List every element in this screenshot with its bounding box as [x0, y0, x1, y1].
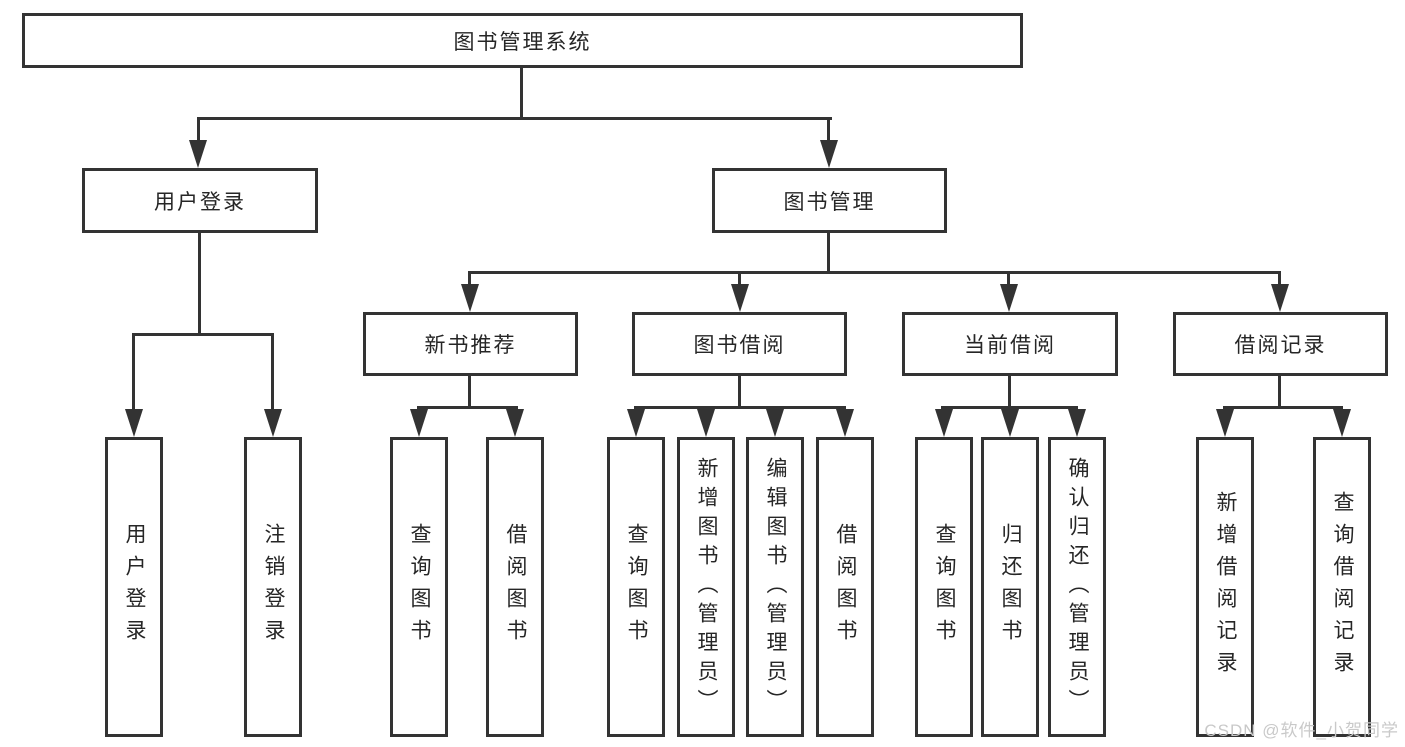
arrow-down-icon: [125, 409, 143, 437]
connector-borrow-record-branch: [1223, 406, 1343, 409]
arrow-down-icon: [836, 409, 854, 437]
connector-book-mgmt-branch: [468, 271, 1281, 274]
connector-user-login-branch: [132, 333, 274, 336]
arrow-down-icon: [1068, 409, 1086, 437]
connector-line: [132, 333, 135, 412]
node-library-system: 图书管理系统: [22, 13, 1023, 68]
arrow-down-icon: [189, 140, 207, 168]
arrow-down-icon: [1333, 409, 1351, 437]
node-book-management: 图书管理: [712, 168, 947, 233]
node-current-borrowing: 当前借阅: [902, 312, 1118, 376]
connector-line: [1278, 376, 1281, 409]
node-borrowing-records: 借阅记录: [1173, 312, 1388, 376]
node-leaf-query-book-borrowing: 查询图书: [607, 437, 665, 737]
arrow-down-icon: [935, 409, 953, 437]
node-book-borrowing: 图书借阅: [632, 312, 847, 376]
arrow-down-icon: [1216, 409, 1234, 437]
connector-line: [468, 271, 471, 287]
node-leaf-user-login: 用户登录: [105, 437, 163, 737]
connector-user-login-stem: [198, 233, 201, 336]
arrow-down-icon: [697, 409, 715, 437]
arrow-down-icon: [410, 409, 428, 437]
arrow-down-icon: [264, 409, 282, 437]
connector-line: [738, 271, 741, 287]
connector-line: [468, 376, 471, 409]
connector-line: [1278, 271, 1281, 287]
connector-line: [1007, 271, 1010, 287]
connector-root-stem: [520, 68, 523, 120]
node-leaf-return-book: 归还图书: [981, 437, 1039, 737]
arrow-down-icon: [506, 409, 524, 437]
node-leaf-borrow-book: 借阅图书: [816, 437, 874, 737]
node-leaf-borrow-book-recommend: 借阅图书: [486, 437, 544, 737]
node-leaf-query-book-recommend: 查询图书: [390, 437, 448, 737]
arrow-down-icon: [731, 284, 749, 312]
connector-line: [738, 376, 741, 409]
node-leaf-logout: 注销登录: [244, 437, 302, 737]
node-user-login: 用户登录: [82, 168, 318, 233]
arrow-down-icon: [1001, 409, 1019, 437]
connector-book-borrow-branch: [634, 406, 846, 409]
connector-line: [197, 117, 200, 143]
node-leaf-add-book-admin: 新增图书（管理员）: [677, 437, 735, 737]
connector-line: [827, 117, 830, 143]
connector-line: [1008, 376, 1011, 409]
arrow-down-icon: [820, 140, 838, 168]
arrow-down-icon: [766, 409, 784, 437]
arrow-down-icon: [461, 284, 479, 312]
arrow-down-icon: [1271, 284, 1289, 312]
csdn-watermark: CSDN @软件_小贺同学: [1204, 721, 1399, 740]
arrow-down-icon: [1000, 284, 1018, 312]
connector-current-borrow-branch: [941, 406, 1078, 409]
connector-line: [271, 333, 274, 412]
connector-book-mgmt-stem: [827, 233, 830, 274]
node-new-book-recommend: 新书推荐: [363, 312, 578, 376]
connector-level1-branch: [197, 117, 832, 120]
node-leaf-edit-book-admin: 编辑图书（管理员）: [746, 437, 804, 737]
connector-new-book-branch: [417, 406, 518, 409]
node-leaf-query-book-current: 查询图书: [915, 437, 973, 737]
node-leaf-query-borrow-record: 查询借阅记录: [1313, 437, 1371, 737]
node-leaf-add-borrow-record: 新增借阅记录: [1196, 437, 1254, 737]
node-leaf-confirm-return-admin: 确认归还（管理员）: [1048, 437, 1106, 737]
arrow-down-icon: [627, 409, 645, 437]
